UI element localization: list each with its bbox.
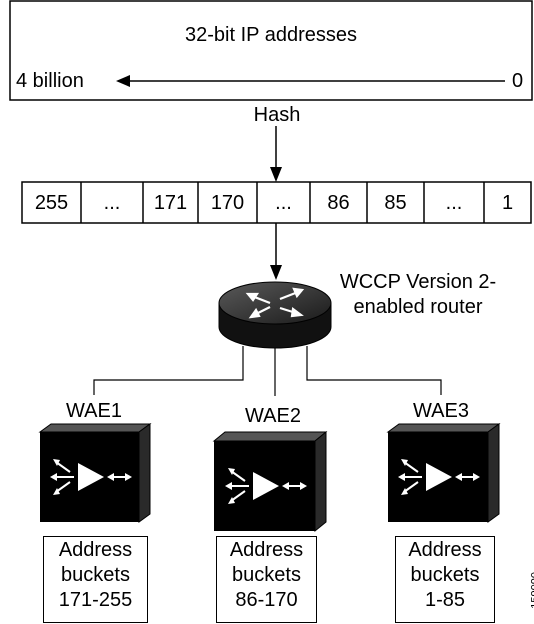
- wae2-buckets-range: 86-170: [235, 589, 298, 611]
- wae1-buckets-line2: buckets: [61, 564, 130, 586]
- wae1-label: WAE1: [66, 400, 122, 422]
- ip-range-end: 0: [512, 70, 524, 92]
- wae1-buckets-range: 171-255: [58, 589, 133, 611]
- router-label-line1: WCCP Version 2-: [339, 271, 497, 293]
- wae3-device-icon: [386, 423, 501, 523]
- wae3-buckets-range: 1-85: [424, 589, 466, 611]
- bucket-dividers: [80, 182, 485, 223]
- wae2-buckets-line2: buckets: [232, 564, 301, 586]
- wae3-address-buckets: Address buckets 1-85: [395, 536, 495, 623]
- wae2-buckets-line1: Address: [229, 539, 304, 561]
- bucket-cell: ...: [275, 191, 292, 214]
- bucket-cell: 85: [384, 191, 407, 214]
- wae2-device-icon: [212, 430, 328, 533]
- bucket-cell: ...: [445, 191, 463, 214]
- router-label-line2: enabled router: [353, 296, 483, 318]
- router-icon: [218, 281, 332, 349]
- wae3-buckets-line2: buckets: [410, 564, 480, 586]
- strip-to-router-arrowhead: [270, 265, 282, 280]
- wae3-buckets-line1: Address: [408, 539, 482, 561]
- range-arrowhead: [116, 75, 130, 87]
- wae3-label: WAE3: [413, 400, 469, 422]
- hash-arrowhead: [270, 167, 282, 182]
- bucket-cell: 86: [327, 191, 350, 214]
- hash-label: Hash: [253, 104, 301, 126]
- ip-range-start: 4 billion: [16, 70, 84, 92]
- bucket-cell: 1: [501, 191, 514, 214]
- router-links: [93, 346, 442, 396]
- bucket-cell: 255: [34, 191, 69, 214]
- bucket-cell: 170: [210, 191, 245, 214]
- wae1-buckets-line1: Address: [58, 539, 133, 561]
- figure-id: 159090: [530, 572, 534, 609]
- ip-address-box: [9, 0, 533, 101]
- bucket-cell: ...: [103, 191, 121, 214]
- wae2-address-buckets: Address buckets 86-170: [216, 536, 317, 623]
- bucket-cell: 171: [153, 191, 188, 214]
- ip-range-title: 32-bit IP addresses: [185, 24, 357, 46]
- wae2-label: WAE2: [245, 405, 301, 427]
- wae1-address-buckets: Address buckets 171-255: [43, 536, 148, 623]
- wae1-device-icon: [38, 423, 152, 523]
